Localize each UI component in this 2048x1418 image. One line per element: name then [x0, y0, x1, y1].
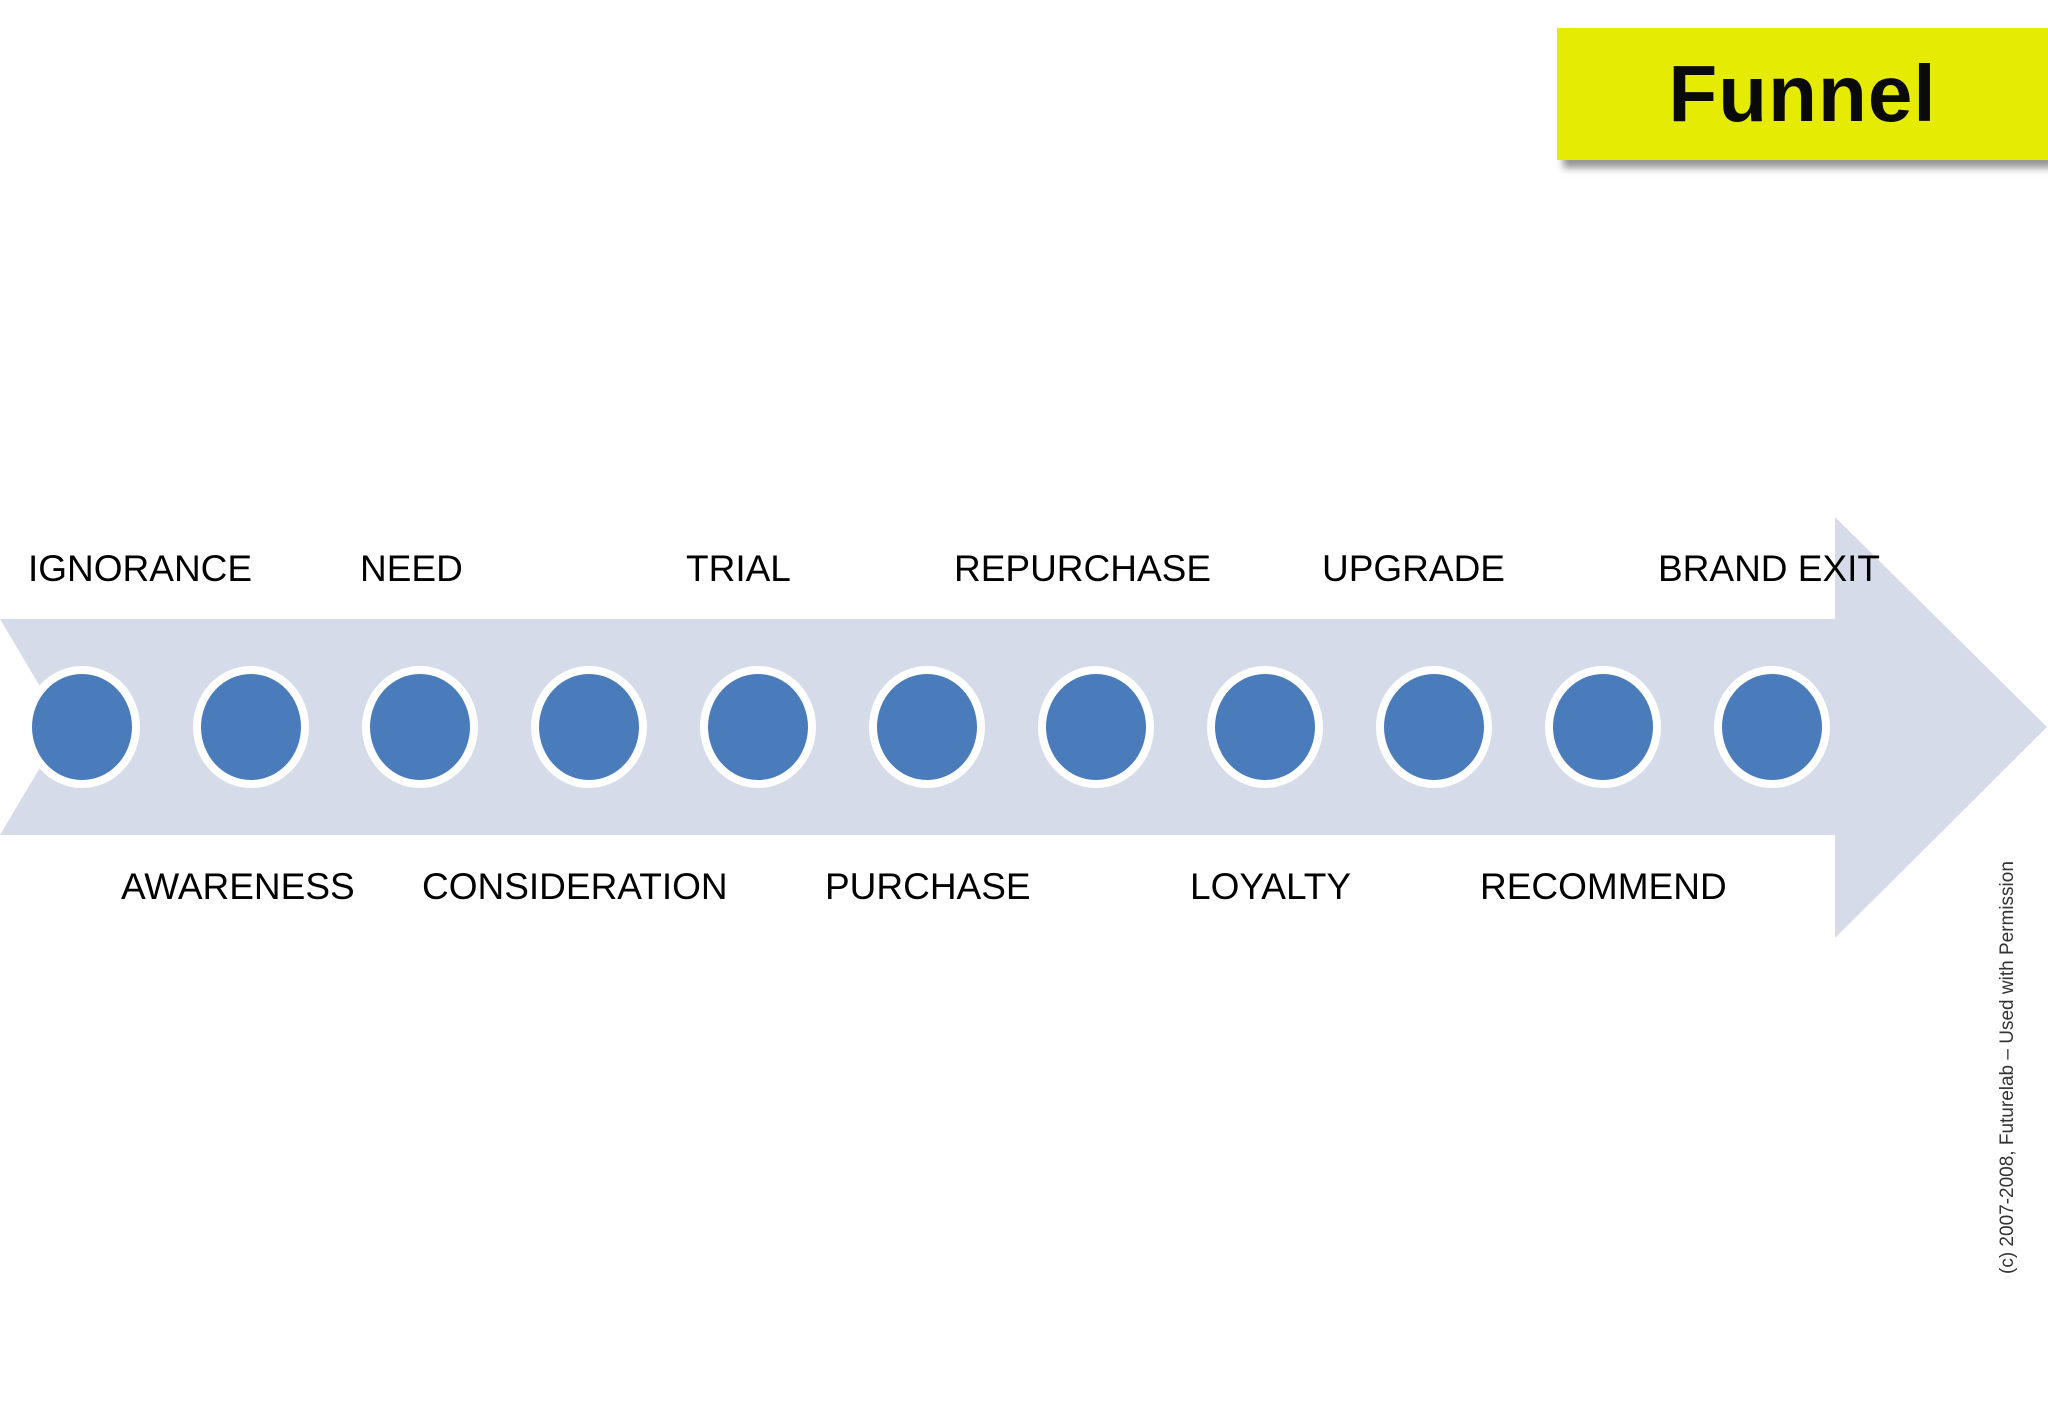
stage-label-awareness: AWARENESS [121, 866, 355, 907]
stage-label-trial: TRIAL [686, 548, 791, 589]
arrow-shape [0, 517, 2047, 938]
stage-dot [1207, 666, 1323, 788]
stage-label-loyalty: LOYALTY [1190, 866, 1352, 907]
title-banner: Funnel [1557, 28, 2048, 160]
stage-dot [700, 666, 816, 788]
stage-label-repurchase: REPURCHASE [954, 548, 1211, 589]
stage-dot [24, 666, 140, 788]
stage-dot [1714, 666, 1830, 788]
copyright-text: (c) 2007-2008, Futurelab – Used with Per… [1997, 861, 2018, 1274]
stage-dot [869, 666, 985, 788]
stage-label-upgrade: UPGRADE [1322, 548, 1505, 589]
stage-label-consideration: CONSIDERATION [422, 866, 728, 907]
stage-dot [1376, 666, 1492, 788]
stage-dot [193, 666, 309, 788]
stage-dot [531, 666, 647, 788]
stage-label-purchase: PURCHASE [825, 866, 1031, 907]
stage-dot [1545, 666, 1661, 788]
stage-dot [1038, 666, 1154, 788]
title-text: Funnel [1668, 49, 1937, 138]
stage-label-recommend: RECOMMEND [1480, 866, 1727, 907]
stage-label-need: NEED [360, 548, 463, 589]
stage-label-ignorance: IGNORANCE [28, 548, 253, 589]
stage-label-brand-exit: BRAND EXIT [1658, 548, 1881, 589]
stage-dot [362, 666, 478, 788]
